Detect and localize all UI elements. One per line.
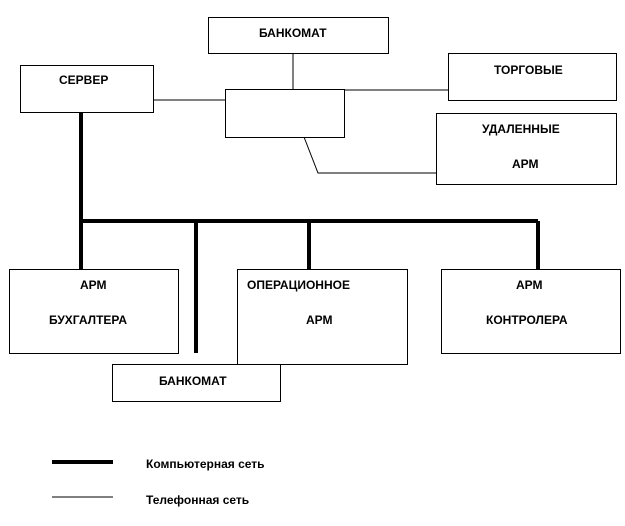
atm-bottom-node <box>112 364 281 402</box>
controller-workstation-node <box>441 269 621 354</box>
operational-label-line2: АРМ <box>306 313 333 327</box>
accountant-workstation-node <box>9 269 179 354</box>
server-node <box>20 65 154 113</box>
remote-label-line2: АРМ <box>512 157 539 171</box>
phone-line-hub-remote <box>303 136 437 174</box>
operational-label-line1: ОПЕРАЦИОННОЕ <box>247 278 350 292</box>
telephone-hub-node <box>225 89 345 138</box>
accountant-label-line1: АРМ <box>80 278 107 292</box>
atm-top-node <box>208 17 389 54</box>
controller-label-line1: АРМ <box>516 278 543 292</box>
atm-top-label: БАНКОМАТ <box>259 26 327 40</box>
operational-workstation-node <box>237 269 408 365</box>
remote-workstation-node <box>436 113 617 185</box>
controller-label-line2: КОНТРОЛЕРА <box>486 313 568 327</box>
accountant-label-line2: БУХГАЛТЕРА <box>49 313 128 327</box>
trade-label: ТОРГОВЫЕ <box>494 63 563 77</box>
remote-label-line1: УДАЛЕННЫЕ <box>482 122 560 136</box>
trade-node <box>448 53 617 101</box>
server-label: СЕРВЕР <box>59 73 109 87</box>
atm-bottom-label: БАНКОМАТ <box>159 374 227 388</box>
legend-computer-network: Компьютерная сеть <box>146 457 265 471</box>
legend-phone-network: Телефонная сеть <box>146 493 250 507</box>
